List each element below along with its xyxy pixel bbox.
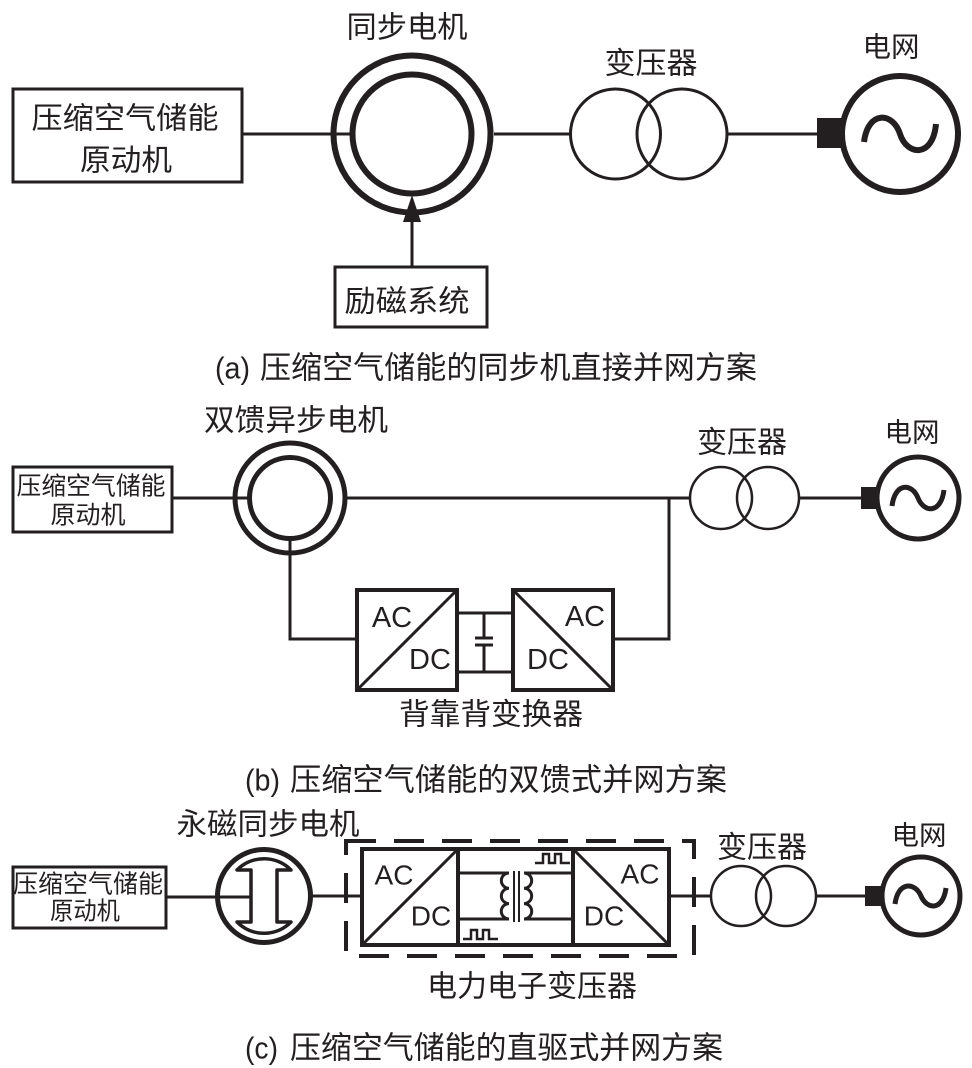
- rectifier-ac-label: AC: [372, 602, 412, 634]
- inverter-block: AC DC: [571, 847, 671, 947]
- sine-wave-icon: [892, 883, 949, 909]
- sine-wave-icon: [889, 484, 947, 512]
- transformer-label: 变压器: [697, 427, 787, 460]
- inverter-dc-label: DC: [584, 901, 624, 932]
- converter-to-bus-line: [613, 498, 671, 641]
- rectifier-ac-label: AC: [375, 860, 414, 891]
- transformer-icon: [569, 87, 729, 181]
- prime-mover-label-line2: 原动机: [80, 145, 172, 178]
- caption-tag: (a): [215, 351, 250, 386]
- grid-terminal-block: [861, 487, 879, 509]
- rectifier-dc-label: DC: [411, 901, 451, 932]
- caption-tag: (b): [245, 763, 280, 798]
- inverter-block: AC DC: [511, 588, 615, 692]
- pet-dashed-boundary: [344, 839, 696, 958]
- transformer-label: 变压器: [605, 48, 698, 81]
- rectifier-dc-label: DC: [409, 644, 451, 676]
- inverter-ac-label: AC: [565, 601, 605, 633]
- synchronous-generator-rotor-icon: [349, 71, 475, 197]
- generator-label: 永磁同步电机: [177, 809, 360, 842]
- panel-c: 压缩空气储能 原动机 永磁同步电机 AC DC: [11, 809, 963, 1066]
- prime-mover-label-line1: 压缩空气储能: [17, 473, 166, 501]
- panel-a: 压缩空气储能 原动机 同步电机 励磁系统 变压器 电网 (a) 压缩空气储能的同…: [11, 12, 961, 386]
- generator-label: 双馈异步电机: [204, 405, 388, 438]
- rectifier-block: AC DC: [355, 588, 459, 692]
- rotor-to-converter-line: [288, 540, 358, 641]
- dfig-rotor-icon: [247, 455, 333, 541]
- pmsg-icon: [215, 847, 313, 945]
- caption-text: 压缩空气储能的直驱式并网方案: [290, 1031, 723, 1066]
- inverter-ac-label: AC: [621, 859, 660, 890]
- capacitor-icon: [475, 613, 493, 672]
- synchronous-generator-stator-icon: [330, 52, 494, 216]
- high-frequency-transformer-icon: [458, 871, 573, 922]
- grid-label: 电网: [885, 418, 940, 448]
- ac-grid-source-icon: [874, 454, 962, 542]
- back-to-back-converter-label: 背靠背变换器: [399, 699, 583, 732]
- prime-mover-label-line2: 原动机: [50, 898, 120, 926]
- rectifier-block: AC DC: [360, 847, 460, 947]
- arrow-up-icon: [403, 195, 421, 222]
- transformer-icon: [709, 864, 818, 928]
- excitation-label: 励磁系统: [345, 286, 470, 319]
- grid-terminal-block: [865, 886, 882, 906]
- caption-text: 压缩空气储能的双馈式并网方案: [290, 763, 727, 798]
- pet-label: 电力电子变压器: [427, 971, 637, 1004]
- transformer-label: 变压器: [717, 832, 807, 865]
- grid-label: 电网: [892, 821, 947, 851]
- excitation-system-box: [333, 265, 489, 329]
- square-pulse-waveform-icon: [463, 928, 498, 941]
- dc-link: [457, 611, 513, 674]
- sine-wave-icon: [861, 114, 939, 153]
- grid-label: 电网: [863, 32, 920, 64]
- permanent-magnet-rotor-icon: [235, 856, 293, 936]
- prime-mover-label-line1: 压缩空气储能: [32, 103, 219, 136]
- ac-grid-source-icon: [839, 73, 961, 195]
- inverter-dc-label: DC: [527, 644, 569, 676]
- prime-mover-label-line2: 原动机: [51, 502, 126, 530]
- prime-mover-label-line1: 压缩空气储能: [13, 871, 163, 899]
- ac-grid-source-icon: [879, 854, 963, 938]
- caption-text: 压缩空气储能的同步机直接并网方案: [260, 351, 757, 386]
- generator-label: 同步电机: [347, 12, 468, 45]
- panel-b: 压缩空气储能 原动机 双馈异步电机 AC DC AC: [11, 405, 962, 798]
- caption-tag: (c): [245, 1031, 278, 1066]
- power-electronic-transformer: AC DC AC DC: [344, 839, 696, 958]
- transformer-icon: [688, 465, 801, 531]
- square-pulse-waveform-icon: [535, 852, 570, 865]
- grid-terminal-block: [817, 118, 842, 148]
